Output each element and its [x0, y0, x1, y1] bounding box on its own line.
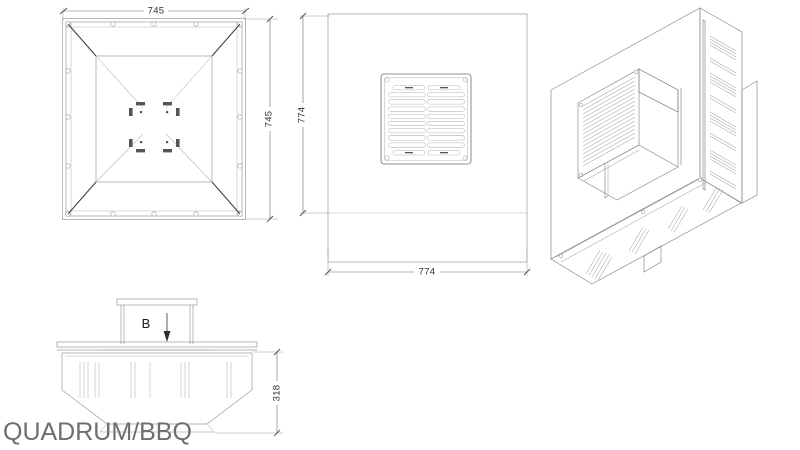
section-height-value: 318 — [272, 385, 283, 402]
section-flange — [56, 341, 258, 351]
iso-bottom-louvre-strip — [550, 176, 742, 285]
iso-right-louvre-panel — [699, 7, 758, 204]
section-collar — [116, 298, 198, 344]
top-view-width-value: 745 — [148, 6, 165, 17]
isometric-view — [550, 7, 758, 285]
front-view-width-value: 774 — [419, 267, 436, 278]
front-view-width-dimension: 774 — [324, 246, 531, 278]
louvre-grille — [380, 73, 472, 165]
section-b-view: B — [56, 298, 283, 437]
section-arrow-b: B — [142, 313, 171, 342]
section-height-dimension: 318 — [215, 348, 283, 437]
top-view-width-dimension: 745 — [59, 3, 250, 20]
section-label-b: B — [142, 316, 151, 331]
top-view: 745 745 — [59, 3, 278, 223]
top-view-hip-lines — [67, 23, 241, 215]
top-view-height-dimension: 745 — [246, 15, 278, 223]
top-view-centre-brackets — [129, 102, 180, 153]
front-view-height-value: 774 — [297, 107, 308, 124]
iso-inner-frame — [577, 68, 682, 201]
section-body — [61, 352, 253, 433]
front-view: 774 774 — [296, 12, 531, 278]
front-view-height-dimension: 774 — [296, 12, 330, 217]
top-view-height-value: 745 — [264, 111, 275, 128]
drawing-title: QUADRUM/BBQ — [3, 418, 192, 446]
